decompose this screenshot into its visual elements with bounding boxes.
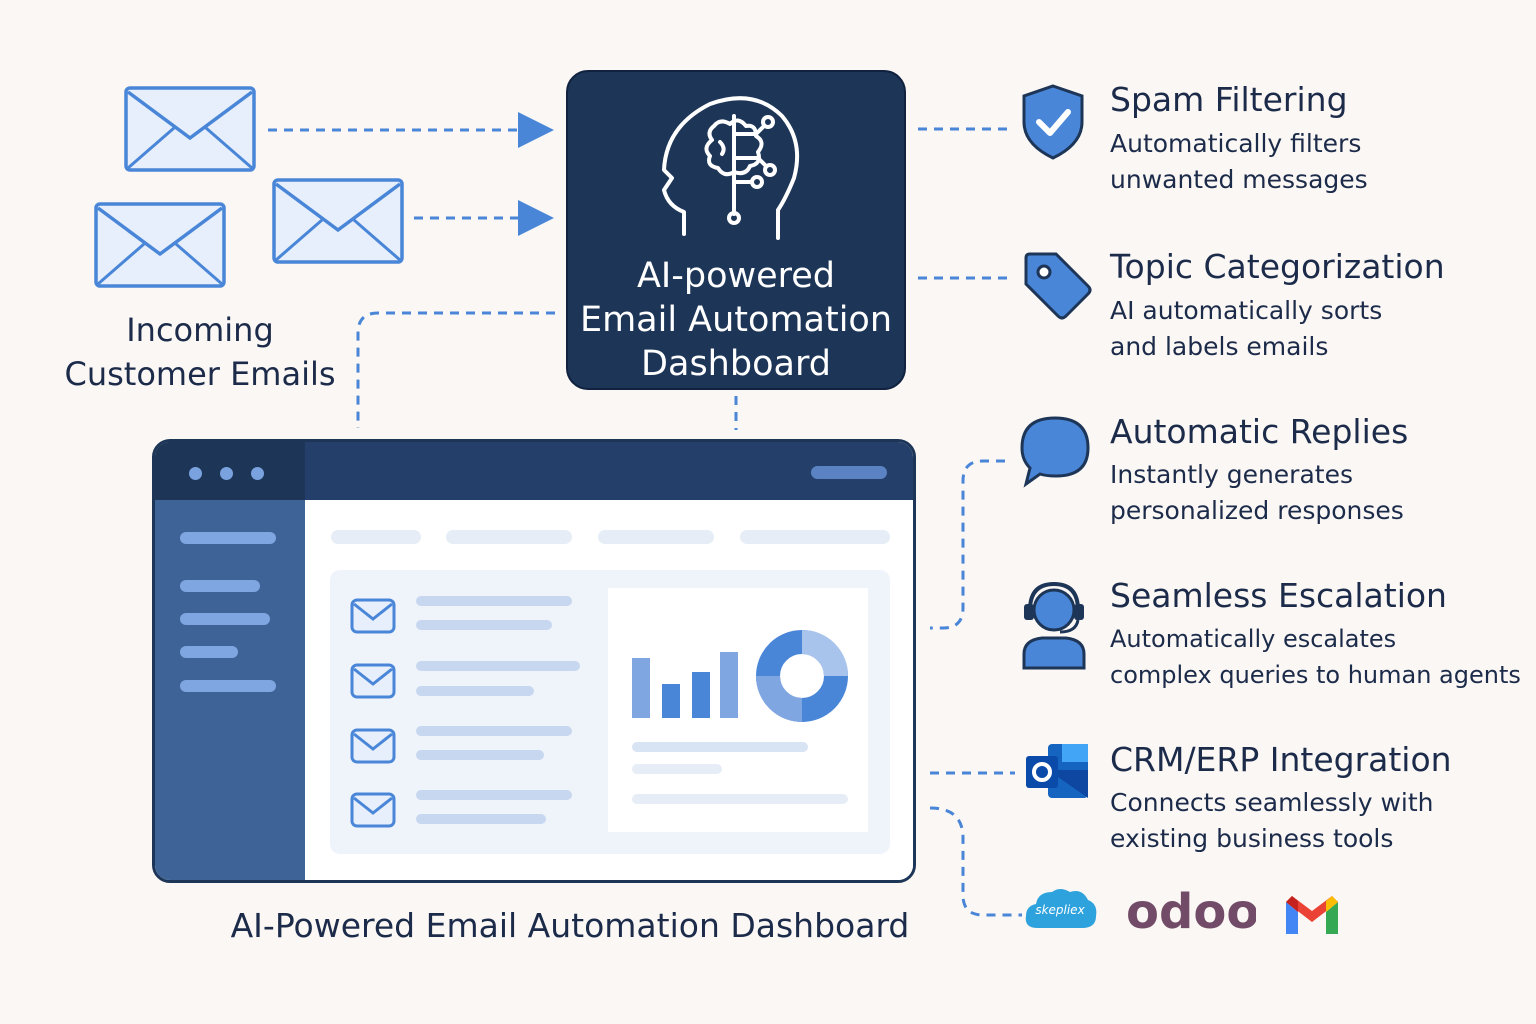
bar-mark [632, 658, 650, 718]
feature-crm-title: CRM/ERP Integration [1110, 740, 1452, 779]
card-line [632, 794, 848, 804]
support-agent-icon [1022, 581, 1086, 670]
mail-line [416, 750, 544, 760]
envelope-icon [350, 728, 396, 764]
shield-check-icon [1022, 84, 1084, 160]
dashboard-caption: AI-Powered Email Automation Dashboard [230, 906, 910, 945]
feature-replies-description: Instantly generates personalized respons… [1110, 460, 1404, 525]
inbox-panel [330, 570, 890, 854]
tag-icon [1024, 252, 1092, 320]
connector-replies-escalation [930, 459, 1005, 630]
donut-segment [801, 630, 848, 677]
bar-mark [692, 672, 710, 718]
card-line [632, 764, 722, 774]
mail-line [416, 686, 534, 696]
tab-placeholder [446, 530, 572, 544]
connector-hub-dashboard-left [356, 311, 555, 428]
outlook-icon [1026, 744, 1088, 798]
mail-line [416, 596, 572, 606]
feature-crm-description: Connects seamlessly with existing busine… [1110, 788, 1434, 853]
feature-spam-title: Spam Filtering [1110, 80, 1348, 119]
sidebar-line [180, 613, 270, 625]
analytics-illustration [632, 630, 848, 804]
envelope-icon [124, 86, 256, 172]
sidebar-line [180, 580, 260, 592]
mail-line [416, 790, 572, 800]
chat-bubble-icon [1020, 416, 1090, 488]
window-search-bar [811, 466, 887, 479]
salesforce-logo: skepliex [1025, 889, 1097, 928]
feature-spam-description: Automatically filters unwanted messages [1110, 129, 1368, 194]
mail-line [416, 661, 580, 671]
mail-line [416, 620, 552, 630]
gmail-icon [1286, 896, 1338, 934]
ai-brain-head-icon [662, 96, 800, 240]
envelope-icon [350, 598, 396, 634]
incoming-emails-label: Incoming Customer Emails [64, 311, 336, 393]
donut-segment [756, 675, 803, 722]
bar-mark [720, 652, 738, 718]
salesforce-text: skepliex [1035, 903, 1085, 917]
sidebar-line [180, 532, 276, 544]
window-dot [189, 467, 202, 480]
sidebar-line [180, 646, 238, 658]
tab-placeholder [598, 530, 714, 544]
hub-title: AI-powered Email Automation Dashboard [579, 256, 893, 384]
window-dot [251, 467, 264, 480]
window-main-area [305, 500, 913, 880]
connector-integrations [929, 806, 1022, 917]
envelope-icon [94, 202, 226, 288]
feature-replies-title: Automatic Replies [1110, 412, 1409, 451]
feature-topic-description: AI automatically sorts and labels emails [1110, 296, 1383, 361]
bar-mark [662, 684, 680, 718]
analytics-card [608, 588, 868, 832]
envelope-icon [350, 792, 396, 828]
feature-topic-title: Topic Categorization [1110, 247, 1445, 286]
sidebar-line [180, 680, 276, 692]
envelope-icon [350, 663, 396, 699]
dashboard-window [152, 439, 916, 883]
odoo-text: odoo [1126, 888, 1256, 938]
window-sidebar [155, 500, 305, 880]
tab-placeholder [331, 530, 421, 544]
card-line [632, 742, 808, 752]
ai-hub-card: AI-powered Email Automation Dashboard [566, 70, 906, 390]
mail-line [416, 726, 572, 736]
envelope-icon [272, 178, 404, 264]
feature-escalation-description: Automatically escalates complex queries … [1110, 625, 1521, 689]
feature-escalation-title: Seamless Escalation [1110, 576, 1447, 615]
mail-line [416, 814, 546, 824]
tab-placeholder [740, 530, 890, 544]
odoo-logo: odoo [1126, 888, 1256, 938]
window-dot [220, 467, 233, 480]
